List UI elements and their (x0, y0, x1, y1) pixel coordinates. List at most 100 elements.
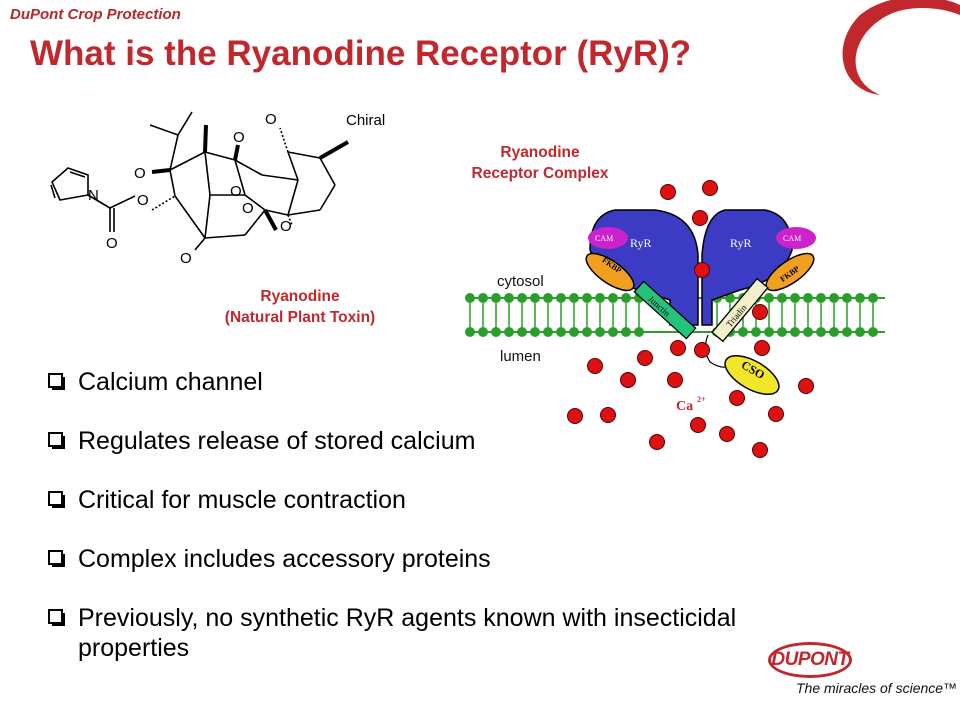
bullet-item: Critical for muscle contraction (48, 485, 808, 515)
lipid-head (803, 327, 813, 337)
lipid-head (530, 327, 540, 337)
ryr-right-label: RyR (730, 236, 752, 250)
lipid-head (634, 327, 644, 337)
lipid-head (478, 327, 488, 337)
dupont-oval-logo: DUPONT (768, 642, 852, 678)
cytosol-label: cytosol (497, 273, 544, 290)
atom-o: O (180, 250, 192, 267)
lipid-head (868, 327, 878, 337)
calcium-ion (729, 390, 745, 406)
lipid-head (465, 327, 475, 337)
lipid-head (556, 327, 566, 337)
bullet-list: Calcium channel Regulates release of sto… (48, 367, 808, 663)
lipid-head (543, 327, 553, 337)
atom-o: O (134, 165, 146, 182)
lipid-head (582, 293, 592, 303)
atom-o: O (242, 200, 254, 217)
complex-caption-line2: Receptor Complex (471, 165, 609, 182)
lipid-head (530, 293, 540, 303)
bullet-text: Regulates release of stored calcium (78, 427, 476, 455)
calcium-ion (692, 210, 708, 226)
lipid-head (738, 327, 748, 337)
calcium-ion (587, 358, 603, 374)
lipid-head (582, 327, 592, 337)
calcium-ion (694, 262, 710, 278)
complex-caption-line1: Ryanodine (500, 144, 580, 161)
lipid-head (621, 293, 631, 303)
calcium-ion (600, 407, 616, 423)
lipid-head (569, 293, 579, 303)
calcium-label: Ca (676, 399, 693, 414)
company-label: DuPont Crop Protection (10, 6, 181, 23)
chiral-label: Chiral (346, 112, 385, 129)
lipid-head (816, 327, 826, 337)
cam-left-label: CAM (595, 234, 613, 243)
calcium-ion (702, 180, 718, 196)
lipid-head (790, 293, 800, 303)
atom-o: O (230, 183, 242, 200)
lipid-head (595, 293, 605, 303)
calcium-ion (649, 434, 665, 450)
lipid-head (764, 327, 774, 337)
atom-o: O (265, 111, 277, 128)
atom-o: O (137, 192, 149, 209)
ryr-left-label: RyR (630, 236, 652, 250)
dupont-logo: DUPONT The miracles of science™ (760, 640, 957, 710)
lipid-head (543, 293, 553, 303)
lipid-head (608, 327, 618, 337)
bullet-text: Previously, no synthetic RyR agents know… (78, 604, 737, 662)
lipid-head (751, 327, 761, 337)
lipid-head (790, 327, 800, 337)
lipid-head (595, 327, 605, 337)
checkbox-bullet-icon (48, 550, 65, 567)
bullet-item: Calcium channel (48, 367, 808, 397)
lipid-head (777, 293, 787, 303)
tagline: The miracles of science™ (796, 680, 958, 696)
lipid-head (569, 327, 579, 337)
checkbox-bullet-icon (48, 609, 65, 626)
calcium-ion (660, 184, 676, 200)
slide-title: What is the Ryanodine Receptor (RyR)? (30, 34, 692, 73)
bullet-item: Complex includes accessory proteins (48, 544, 808, 574)
lipid-head (855, 293, 865, 303)
checkbox-bullet-icon (48, 432, 65, 449)
lipid-head (829, 327, 839, 337)
lipid-head (465, 293, 475, 303)
lipid-head (504, 293, 514, 303)
lipid-head (556, 293, 566, 303)
lipid-head (816, 293, 826, 303)
checkbox-bullet-icon (48, 491, 65, 508)
complex-caption: Ryanodine Receptor Complex (410, 142, 670, 184)
lipid-head (777, 327, 787, 337)
ryanodine-structure: N O O O O O O O O O Chiral (50, 111, 385, 267)
bullet-item: Previously, no synthetic RyR agents know… (48, 603, 808, 663)
lipid-head (803, 293, 813, 303)
ryr-right-subunit (701, 209, 793, 326)
calcium-ion (798, 378, 814, 394)
calcium-ion (567, 408, 583, 424)
lipid-head (764, 293, 774, 303)
cam-right (776, 227, 816, 249)
lipid-head (842, 327, 852, 337)
molecule-caption-line2: (Natural Plant Toxin) (224, 309, 376, 326)
checkbox-bullet-icon (48, 373, 65, 390)
lipid-head (608, 293, 618, 303)
fkbp-left (585, 252, 635, 292)
calcium-ion (667, 372, 683, 388)
lipid-head (829, 293, 839, 303)
lipid-head (855, 327, 865, 337)
bullet-text: Critical for muscle contraction (78, 486, 406, 514)
lipid-head (868, 293, 878, 303)
calcium-ion (694, 342, 710, 358)
lipid-head (504, 327, 514, 337)
calcium-ion (690, 417, 706, 433)
calcium-ion (620, 372, 636, 388)
bullet-text: Complex includes accessory proteins (78, 545, 491, 573)
calcium-ion (637, 350, 653, 366)
cso-protein (724, 354, 780, 396)
receptor-complex-diagram: RyR RyR CAM CAM FKBP FKBP Junctin Triadi… (465, 180, 885, 458)
bullet-item: Regulates release of stored calcium (48, 426, 808, 456)
lumen-label: lumen (500, 348, 541, 365)
calcium-ion (754, 340, 770, 356)
lipid-head (491, 293, 501, 303)
